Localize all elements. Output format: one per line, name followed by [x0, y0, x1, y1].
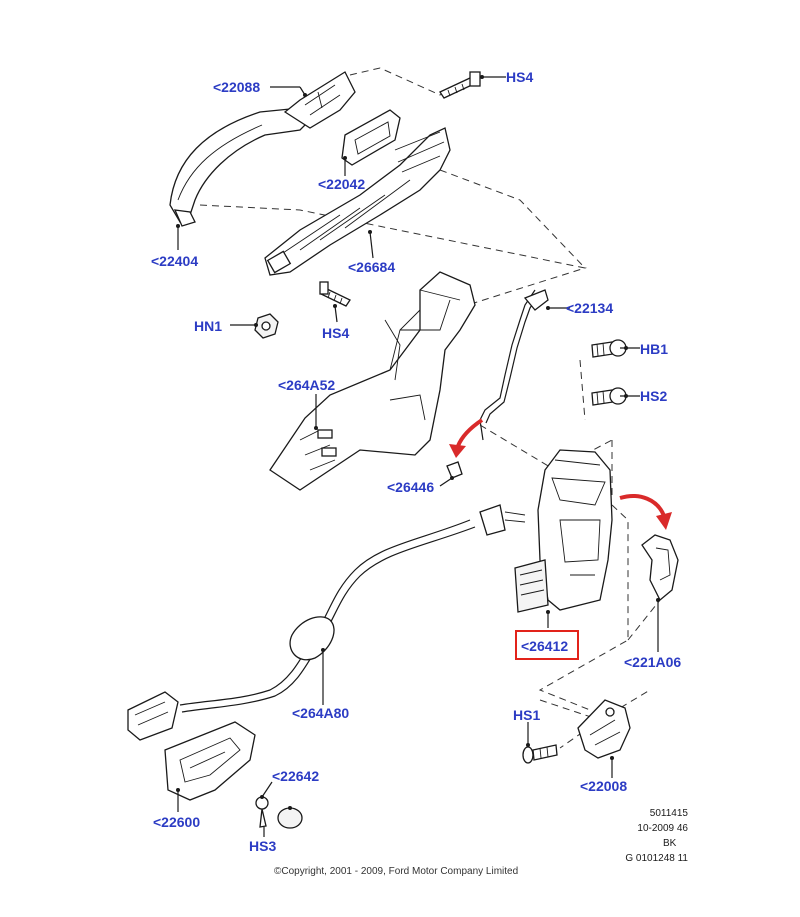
callout-hn1[interactable]: HN1 [194, 318, 222, 334]
striker-part[interactable] [577, 699, 631, 759]
bolt-hs2[interactable] [591, 387, 627, 406]
highlight-box [515, 630, 579, 660]
callout-hs4-mid[interactable]: HS4 [322, 325, 349, 341]
copyright-text: ©Copyright, 2001 - 2009, Ford Motor Comp… [274, 866, 518, 877]
reference-line-1: 5011415 [650, 808, 689, 819]
callout-264a80[interactable]: <264A80 [292, 705, 349, 721]
callout-hs4-top[interactable]: HS4 [506, 69, 533, 85]
callout-22088[interactable]: <22088 [213, 79, 260, 95]
screw-hs4-top[interactable] [439, 71, 481, 99]
leader-dots [176, 75, 660, 810]
reference-line-2: 10-2009 46 [637, 823, 688, 834]
callout-22042[interactable]: <22042 [318, 176, 365, 192]
release-cable-part[interactable] [179, 504, 526, 713]
callout-hs1[interactable]: HS1 [513, 707, 540, 723]
bolt-hb1[interactable] [591, 339, 627, 358]
callout-22134[interactable]: <22134 [566, 300, 613, 316]
red-arrow-right [619, 494, 672, 530]
callout-hs3[interactable]: HS3 [249, 838, 276, 854]
inner-handle-part[interactable] [127, 691, 256, 801]
callout-264a52[interactable]: <264A52 [278, 377, 335, 393]
outside-handle-part[interactable] [169, 71, 356, 227]
callout-hs2[interactable]: HS2 [640, 388, 667, 404]
screw-hs4-mid[interactable] [319, 281, 351, 307]
callout-221a06[interactable]: <221A06 [624, 654, 681, 670]
nut-hn1[interactable] [254, 313, 279, 339]
callout-22600[interactable]: <22600 [153, 814, 200, 830]
callout-26446[interactable]: <26446 [387, 479, 434, 495]
reference-line-4: G 0101248 11 [625, 853, 688, 864]
callout-22008[interactable]: <22008 [580, 778, 627, 794]
link-rod-part[interactable] [479, 289, 549, 441]
door-latch-part[interactable] [514, 449, 613, 613]
bracket-part[interactable] [269, 271, 476, 491]
red-arrow-left [449, 418, 484, 458]
handle-gasket-part[interactable] [341, 109, 401, 166]
screw-cap-part[interactable] [277, 807, 303, 829]
leader-lines [177, 76, 659, 837]
screw-hs3[interactable] [255, 796, 269, 828]
screw-hs1[interactable] [522, 744, 558, 764]
callout-26412[interactable]: <26412 [521, 638, 568, 654]
handle-frame-part[interactable] [264, 127, 451, 276]
clip-part[interactable] [446, 461, 463, 479]
callout-22642[interactable]: <22642 [272, 768, 319, 784]
callout-26684[interactable]: <26684 [348, 259, 395, 275]
callout-22404[interactable]: <22404 [151, 253, 198, 269]
callout-hb1[interactable]: HB1 [640, 341, 668, 357]
latch-cover-part[interactable] [641, 534, 679, 602]
reference-line-3: BK [663, 838, 677, 849]
